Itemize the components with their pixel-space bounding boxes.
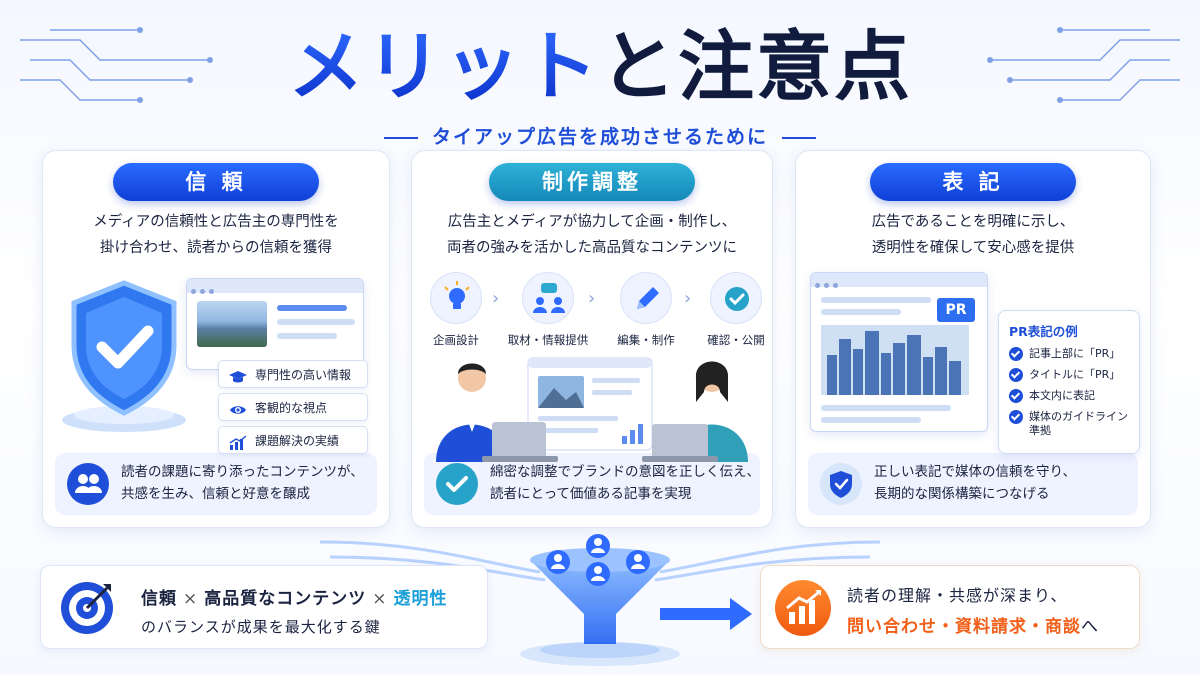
pr-example-item: 媒体のガイドライン 準拠: [999, 410, 1139, 438]
page-title: メリットと注意点: [288, 22, 912, 111]
pencil-icon: [620, 272, 672, 324]
funnel-illustration: [319, 534, 881, 666]
card-description: 広告主とメディアが協力して企画・制作し、両者の強みを活かした高品質なコンテンツに: [447, 214, 737, 256]
eye-icon: [229, 400, 247, 416]
shield-check-icon: [820, 463, 862, 505]
pr-example-item: 記事上部に「PR」: [999, 347, 1139, 361]
pr-example-item: 本文内に表記: [999, 389, 1139, 403]
circuit-decoration-right: [987, 27, 1180, 103]
card-footer: 綿密な調整でブランドの意図を正しく伝え、読者にとって価値ある記事を実現: [424, 453, 760, 515]
collaboration-illustration: [436, 357, 748, 462]
step-interview: 取材・情報提供: [506, 272, 590, 348]
card-description: メディアの信頼性と広告主の専門性を掛け合わせ、読者からの信頼を獲得: [93, 214, 339, 256]
pr-example-item: タイトルに「PR」: [999, 368, 1139, 382]
feature-item: 課題解決の実績: [218, 426, 368, 454]
feature-list: 専門性の高い情報 客観的な視点 課題解決の実績: [218, 360, 368, 459]
target-icon: [61, 582, 113, 634]
team-chat-icon: [522, 272, 574, 324]
check-icon: [1009, 389, 1023, 403]
circuit-decoration-left: [20, 27, 213, 103]
check-icon: [1009, 410, 1023, 424]
growth-chart-icon: [775, 580, 831, 636]
card-description: 広告であることを明確に示し、透明性を確保して安心感を提供: [871, 214, 1075, 256]
feature-item: 専門性の高い情報: [218, 360, 368, 388]
step-planning: 企画設計: [414, 272, 498, 348]
check-circle-icon: [710, 272, 762, 324]
card-heading: 表 記: [870, 163, 1076, 201]
summary-box: 信頼×高品質なコンテンツ×透明性 のバランスが成果を最大化する鍵: [40, 565, 488, 649]
pr-examples-box: PR表記の例 記事上部に「PR」 タイトルに「PR」 本文内に表記 媒体のガイド…: [998, 310, 1140, 454]
card-footer: 正しい表記で媒体の信頼を守り、長期的な関係構築につなげる: [808, 453, 1138, 515]
lightbulb-icon: [430, 272, 482, 324]
users-icon: [67, 463, 109, 505]
feature-item: 客観的な視点: [218, 393, 368, 421]
shield-check-icon: [62, 280, 186, 432]
chevron-right-icon: ›: [492, 288, 500, 309]
graduation-cap-icon: [229, 367, 247, 383]
card-heading: 制作調整: [489, 163, 695, 201]
card-heading: 信 頼: [113, 163, 319, 201]
check-icon: [1009, 347, 1023, 361]
article-mock: [810, 272, 988, 432]
step-publish: 確認・公開: [694, 272, 778, 348]
check-icon: [1009, 368, 1023, 382]
step-editing: 編集・制作: [604, 272, 688, 348]
result-box: 読者の理解・共感が深まり、 問い合わせ・資料請求・商談へ: [760, 565, 1140, 649]
card-production: 制作調整 広告主とメディアが協力して企画・制作し、両者の強みを活かした高品質なコ…: [411, 150, 773, 528]
browser-mock: [186, 278, 364, 370]
chevron-right-icon: ›: [588, 288, 596, 309]
chevron-right-icon: ›: [684, 288, 692, 309]
bar-chart-icon: [229, 433, 247, 450]
page-subtitle: タイアップ広告を成功させるために: [0, 122, 1200, 149]
city-image: [821, 325, 969, 395]
check-circle-icon: [436, 463, 478, 505]
pr-tag: PR: [937, 298, 975, 322]
card-footer: 読者の課題に寄り添ったコンテンツが、共感を生み、信頼と好意を醸成: [55, 453, 377, 515]
